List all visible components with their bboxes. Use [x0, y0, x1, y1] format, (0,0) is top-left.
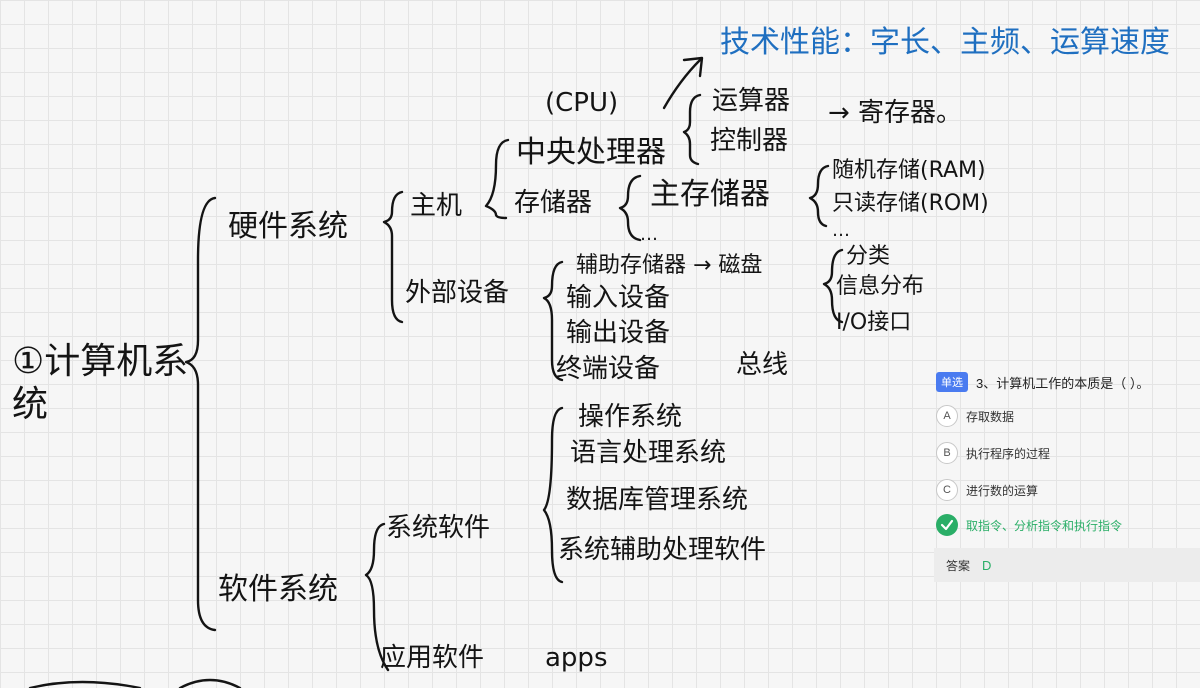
node-cpu-label: (CPU) — [545, 88, 619, 118]
node-output: 输出设备 — [566, 318, 671, 348]
node-apps: apps — [545, 643, 608, 673]
node-sys-software: 系统软件 — [386, 513, 491, 543]
node-external: 外部设备 — [405, 278, 510, 308]
node-memory: 存储器 — [514, 188, 593, 218]
node-main-memory: 主存储器 — [650, 177, 770, 212]
node-info-dist: 信息分布 — [836, 274, 925, 299]
brace-host — [484, 138, 510, 220]
brace-memory — [618, 174, 642, 242]
brace-hardware — [382, 190, 404, 324]
brace-aux — [822, 248, 844, 324]
node-register: → 寄存器。 — [828, 98, 963, 128]
node-app-software: 应用软件 — [380, 643, 485, 673]
question-row: 单选 3、计算机工作的本质是（ ）。 — [936, 372, 1149, 392]
option-letter: C — [936, 479, 958, 501]
option-text: 取指令、分析指令和执行指令 — [966, 518, 1123, 533]
option-a[interactable]: A 存取数据 — [936, 405, 1014, 427]
node-terminal: 终端设备 — [556, 354, 661, 384]
option-c[interactable]: C 进行数的运算 — [936, 479, 1038, 501]
option-text: 进行数的运算 — [966, 483, 1039, 498]
option-d[interactable]: 取指令、分析指令和执行指令 — [936, 514, 1122, 536]
answer-label: 答案 — [946, 558, 971, 573]
brace-external — [542, 260, 564, 382]
node-io-port: I/O接口 — [836, 310, 912, 335]
node-alu: 运算器 — [712, 86, 791, 116]
node-controller: 控制器 — [710, 126, 789, 156]
node-cpu: 中央处理器 — [516, 135, 666, 170]
option-text: 存取数据 — [966, 409, 1015, 424]
option-letter: A — [936, 405, 958, 427]
node-aux-storage: 辅助存储器 → 磁盘 — [576, 253, 763, 278]
node-bus: 总线 — [736, 350, 789, 380]
brace-sys-software — [542, 406, 564, 584]
node-lang: 语言处理系统 — [570, 438, 727, 468]
node-dbms: 数据库管理系统 — [566, 485, 749, 515]
node-classify: 分类 — [846, 244, 891, 269]
node-performance: 技术性能：字长、主频、运算速度 — [720, 25, 1170, 60]
brace-main-mem — [808, 164, 830, 228]
brace-software — [364, 522, 390, 672]
bottom-scribble — [28, 678, 242, 688]
node-host: 主机 — [410, 191, 463, 221]
node-software: 软件系统 — [218, 572, 338, 607]
node-hardware: 硬件系统 — [228, 209, 348, 244]
arrow-performance-head — [682, 56, 704, 78]
answer-bar: 答案 D — [934, 548, 1200, 582]
brace-root — [184, 196, 217, 632]
check-icon — [936, 514, 958, 536]
node-root: ①计算机系统 — [12, 341, 189, 426]
question-text: 3、计算机工作的本质是（ ）。 — [976, 375, 1150, 391]
question-type-tag: 单选 — [936, 372, 968, 392]
option-b[interactable]: B 执行程序的过程 — [936, 442, 1050, 464]
node-input: 输入设备 — [566, 283, 671, 313]
option-text: 执行程序的过程 — [966, 446, 1051, 461]
node-ellipsis-memory: … — [640, 224, 661, 245]
brace-cpu — [682, 93, 702, 166]
node-sys-aux: 系统辅助处理软件 — [558, 535, 767, 565]
quiz-card: 单选 3、计算机工作的本质是（ ）。 A 存取数据 B 执行程序的过程 C 进行… — [930, 360, 1200, 588]
node-ram: 随机存储(RAM) — [832, 158, 986, 183]
option-letter: B — [936, 442, 958, 464]
node-rom: 只读存储(ROM) — [832, 191, 989, 216]
node-os: 操作系统 — [578, 402, 683, 432]
node-ellipsis-main: … — [832, 220, 853, 241]
arrow-performance — [662, 58, 702, 110]
answer-value: D — [982, 557, 992, 573]
